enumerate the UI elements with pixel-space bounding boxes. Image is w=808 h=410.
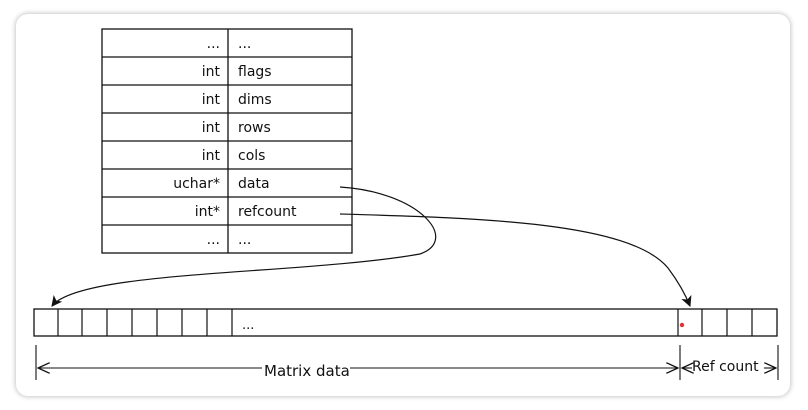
struct-field-type: ... (207, 232, 220, 248)
struct-field-name: cols (238, 148, 265, 164)
struct-field-type: int (202, 64, 221, 80)
buffer-ellipsis: ... (242, 318, 254, 333)
dimension-lines: Matrix data Ref count (35, 345, 779, 380)
refcount-pointer-arrow (339, 213, 692, 308)
buffer-border (33, 308, 778, 337)
struct-field-name: refcount (238, 204, 297, 220)
struct-field-name: flags (238, 64, 272, 80)
matrix-data-label: Matrix data (264, 362, 350, 380)
struct-field-name: ... (238, 36, 251, 52)
struct-field-name: rows (238, 120, 271, 136)
struct-field-name: dims (238, 92, 272, 108)
refcount-marker-dot (679, 322, 685, 328)
struct-field-type: int* (195, 204, 220, 220)
struct-field-type: int (202, 120, 221, 136)
mat-struct-table: ...... int flags int dims int rows int cols uchar… (101, 28, 353, 254)
struct-field-type: int (202, 92, 221, 108)
data-pointer-arrow (51, 186, 437, 307)
ref-count-label: Ref count (692, 359, 759, 375)
struct-field-name: ... (238, 232, 251, 248)
struct-field-name: data (238, 176, 270, 192)
struct-field-type: ... (207, 36, 220, 52)
struct-field-type: uchar* (173, 176, 220, 192)
memory-buffer: ... (33, 308, 778, 337)
struct-field-type: int (202, 148, 221, 164)
